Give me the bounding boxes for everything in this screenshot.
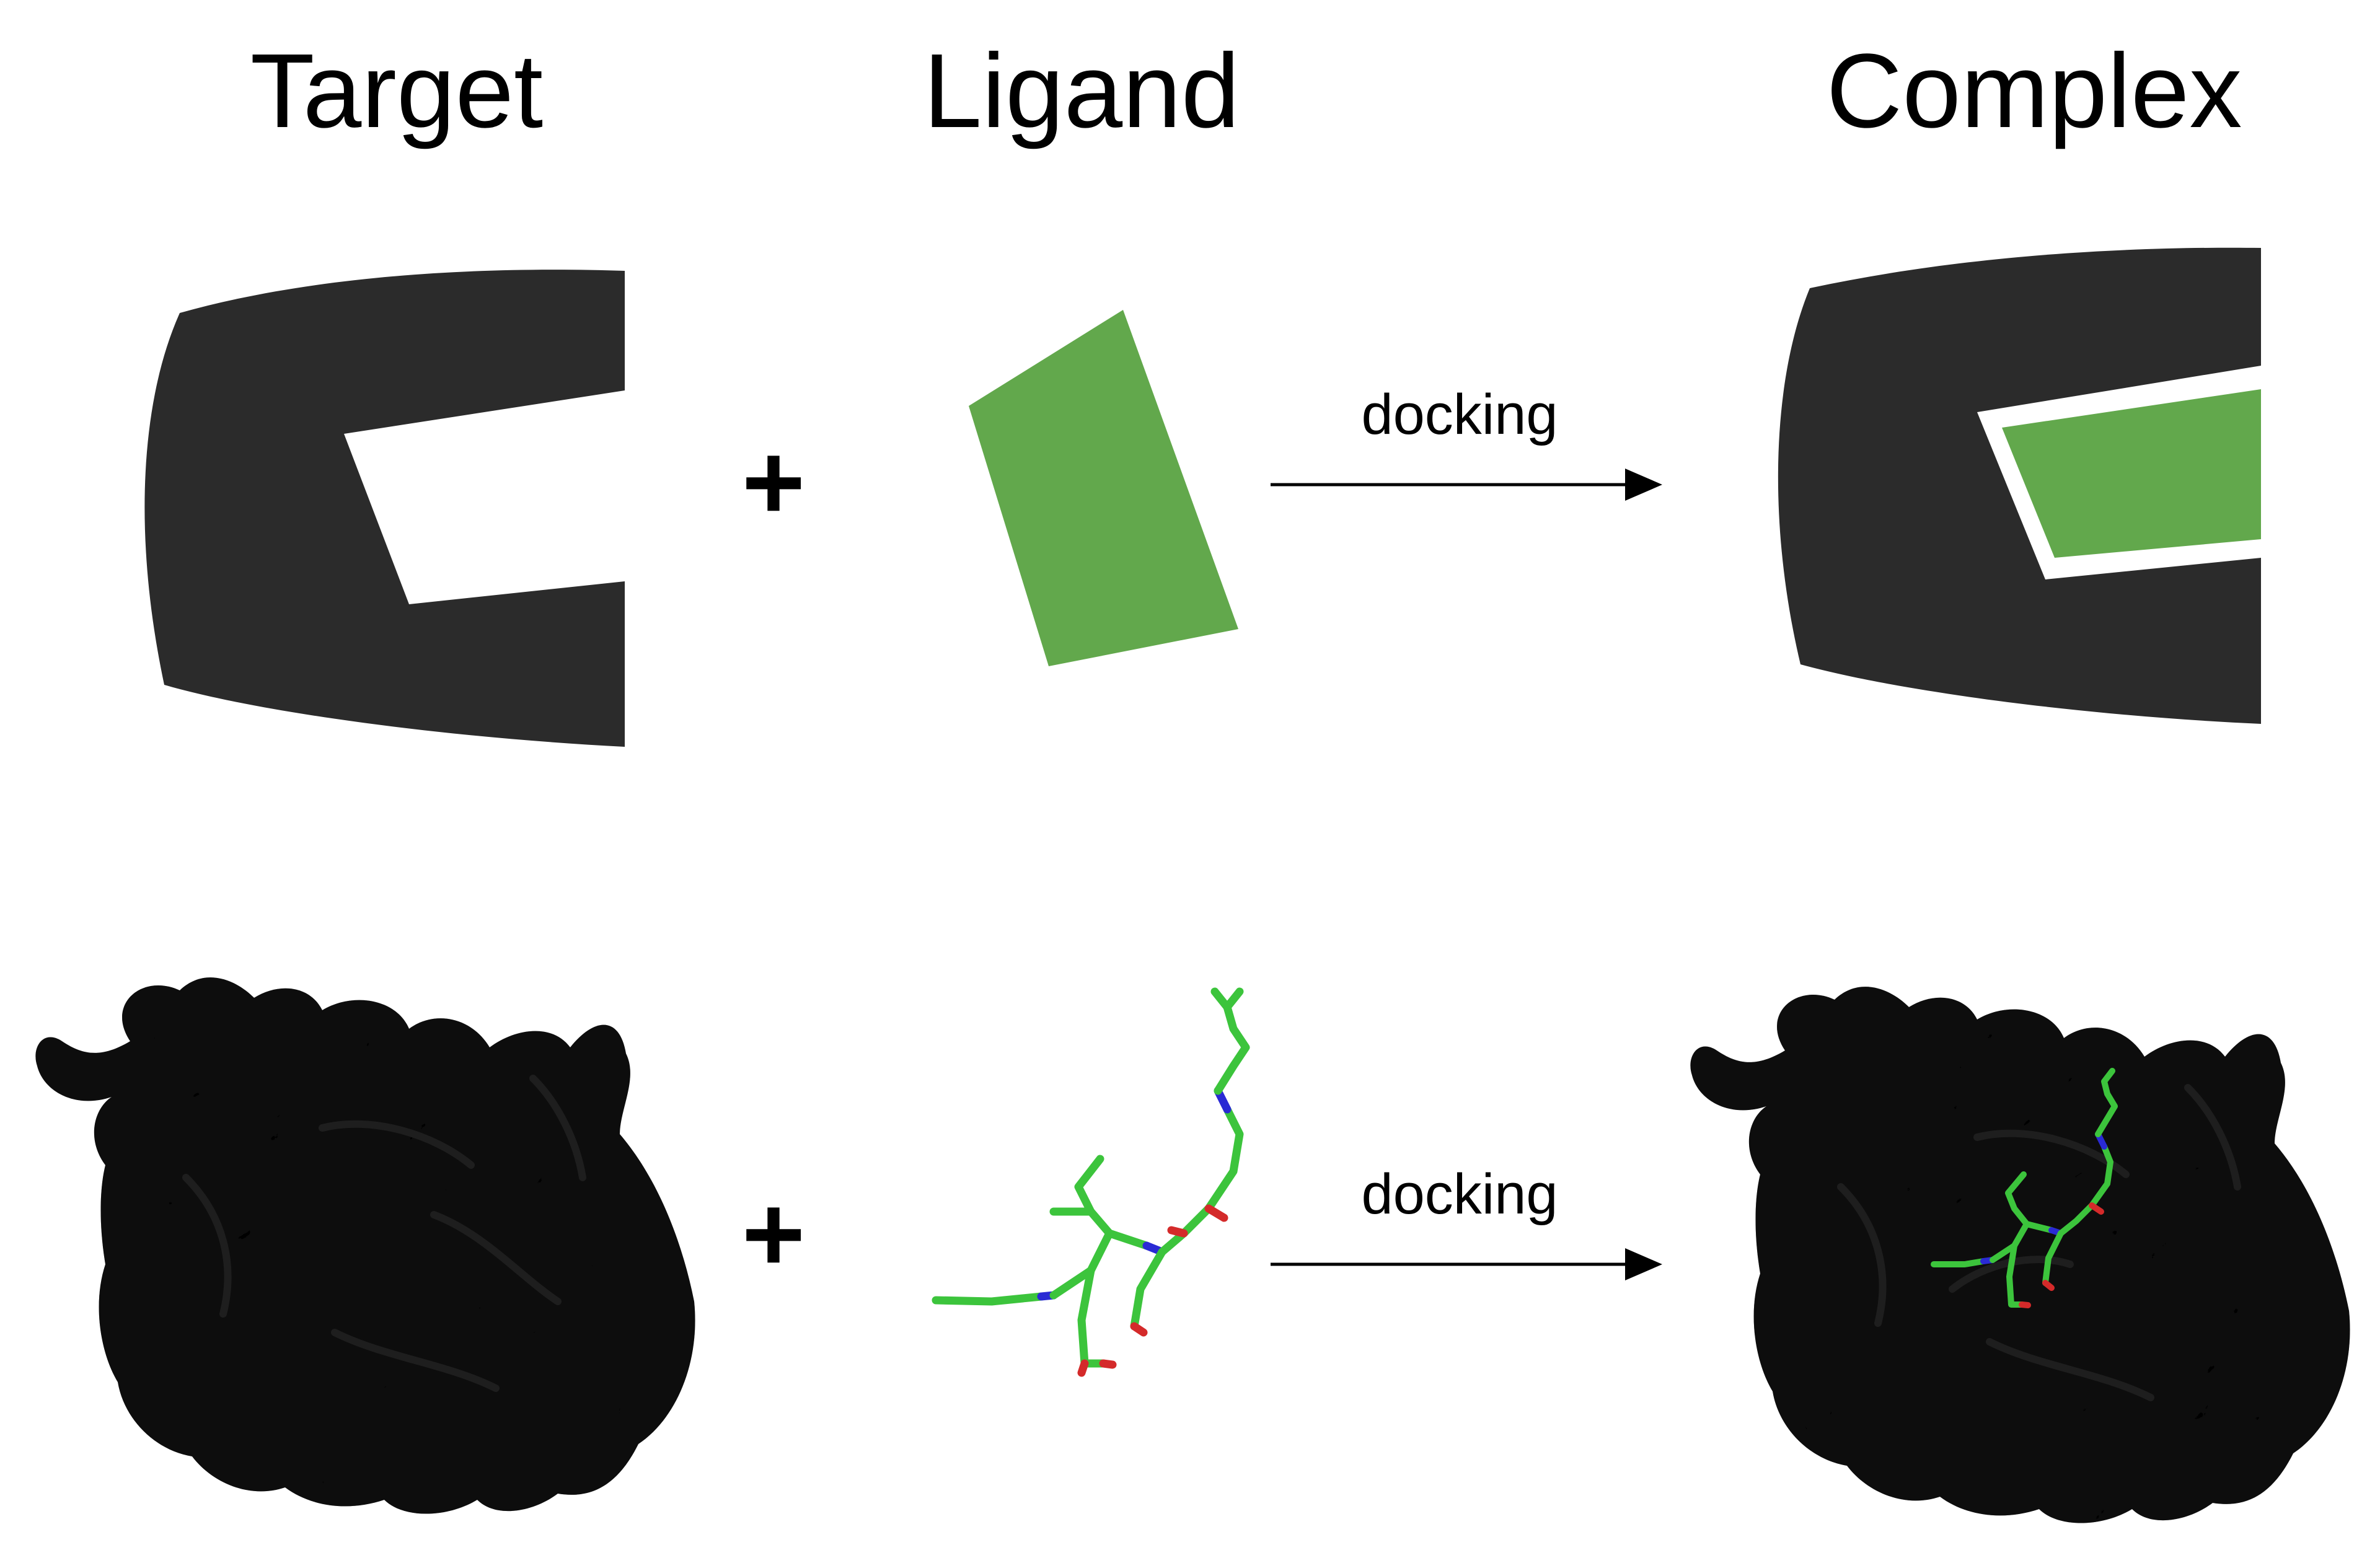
- ligand-stick-model: [932, 987, 1250, 1377]
- molecular-docking-arrow: [1271, 1248, 1662, 1280]
- schematic-arrow-label: docking: [1361, 383, 1558, 446]
- heading-complex: Complex: [1827, 32, 2242, 150]
- schematic-complex: [1778, 247, 2261, 724]
- schematic-row: + docking: [144, 247, 2261, 747]
- molecular-plus-sign: +: [742, 1174, 805, 1295]
- molecular-row: + docking: [35, 977, 2350, 1523]
- schematic-complex-ligand-shape: [2002, 389, 2261, 558]
- heading-ligand: Ligand: [923, 32, 1240, 150]
- schematic-ligand-shape: [969, 310, 1238, 666]
- molecular-arrow-label: docking: [1361, 1163, 1558, 1226]
- schematic-plus-sign: +: [742, 422, 805, 543]
- protein-surface-complex: [1690, 987, 2350, 1523]
- protein-surface-target-crevices: [182, 1075, 586, 1392]
- schematic-target-shape: [144, 270, 625, 747]
- protein-surface-target: [35, 977, 695, 1514]
- schematic-complex-target-shape: [1778, 247, 2261, 724]
- schematic-docking-arrow: [1271, 469, 1662, 501]
- docked-ligand-stick-model: [1931, 1068, 2118, 1308]
- heading-target: Target: [250, 32, 543, 150]
